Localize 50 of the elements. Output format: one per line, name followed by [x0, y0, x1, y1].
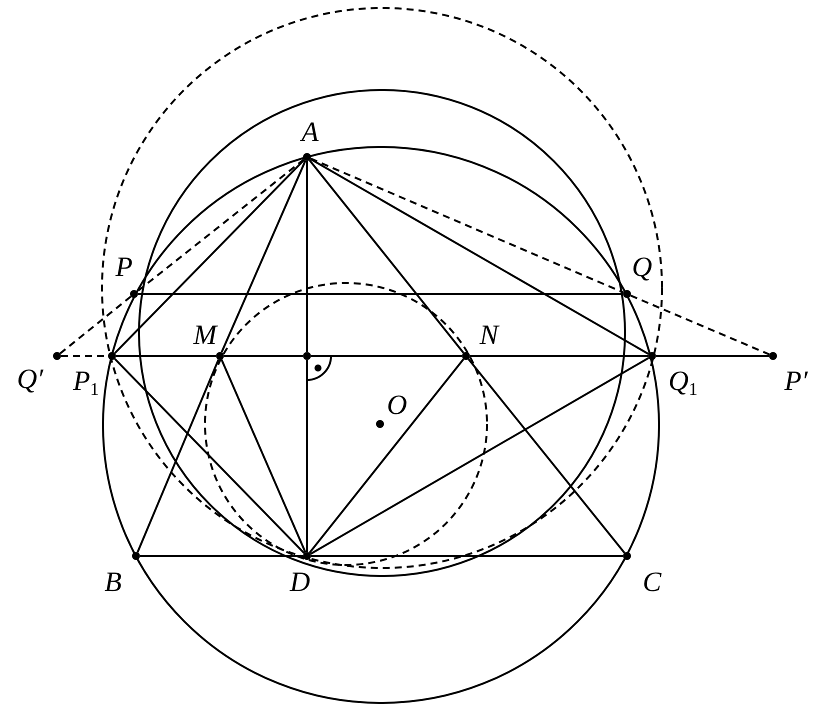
point-dot	[303, 352, 311, 360]
point-dot	[462, 352, 470, 360]
point-label: A	[301, 119, 319, 147]
dashed-line	[59, 296, 132, 354]
line-segment	[468, 358, 626, 554]
point-dot	[648, 352, 656, 360]
point-label: P′	[784, 368, 808, 396]
point-label: Q	[632, 254, 652, 282]
point-label: M	[193, 322, 217, 350]
line-segment	[114, 358, 305, 554]
dashed-line	[310, 158, 624, 294]
point-dot	[108, 352, 116, 360]
line-segment	[308, 160, 464, 354]
point-label: O	[386, 392, 408, 420]
point-dot	[769, 352, 777, 360]
line-segment	[138, 293, 623, 295]
point-label: Q′	[16, 366, 44, 394]
dashed-line	[630, 294, 770, 356]
line-segment	[116, 355, 216, 357]
line-segment	[311, 355, 462, 357]
line-segment	[656, 355, 769, 357]
line-segment	[311, 555, 623, 557]
point-label: P$_{1}$	[72, 368, 100, 396]
point-dot	[376, 420, 384, 428]
line-segment	[310, 357, 650, 555]
line-segment	[220, 160, 306, 353]
line-segment	[310, 158, 650, 355]
point-dot	[216, 352, 224, 360]
line-segment	[220, 359, 306, 553]
line-segment	[308, 358, 464, 554]
point-label: C	[642, 569, 662, 597]
point-dot	[303, 153, 311, 161]
dashed-line	[136, 158, 304, 292]
point-label: N	[480, 322, 498, 350]
point-label: D	[290, 569, 310, 597]
point-dot	[623, 290, 631, 298]
line-segment	[136, 359, 220, 553]
point-label: B	[104, 569, 122, 597]
line-segment	[306, 161, 308, 352]
point-dot	[53, 352, 61, 360]
point-dot	[130, 290, 138, 298]
point-label: P	[115, 254, 133, 282]
line-segment	[114, 159, 305, 354]
line-segment	[224, 355, 303, 357]
point-dot	[623, 552, 631, 560]
point-dot	[132, 552, 140, 560]
line-segment	[306, 360, 308, 552]
point-label: Q$_{1}$	[668, 368, 698, 396]
line-segment	[140, 555, 303, 557]
line-segment	[470, 355, 648, 357]
